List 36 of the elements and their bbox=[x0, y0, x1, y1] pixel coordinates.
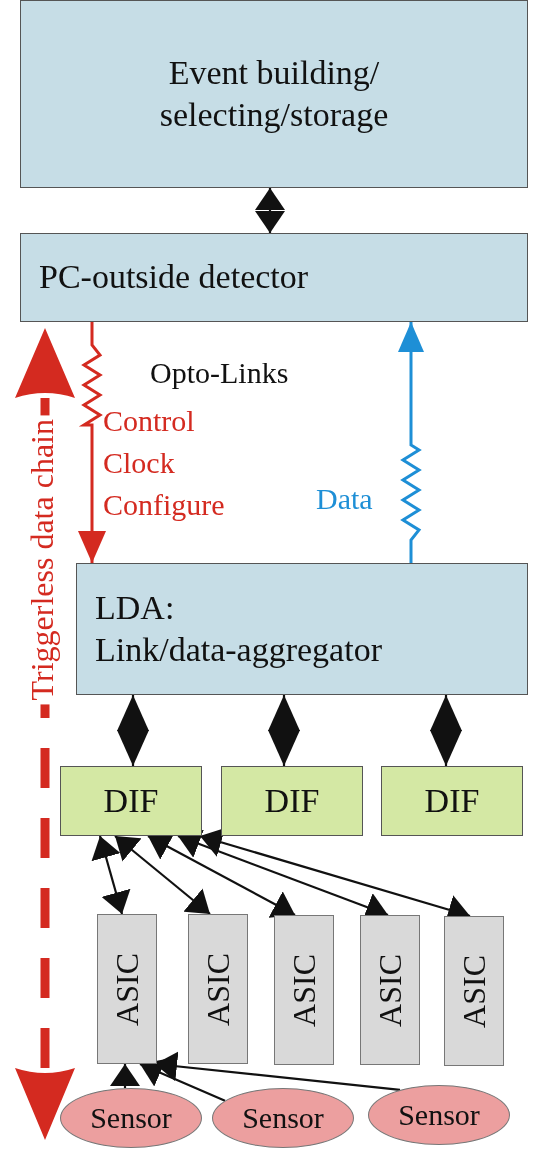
node-text: DIF bbox=[103, 780, 159, 821]
process-box bbox=[20, 233, 528, 322]
arrow bbox=[78, 322, 106, 563]
node-text: LDA: bbox=[95, 587, 176, 628]
process-box bbox=[76, 563, 528, 695]
asic-box bbox=[360, 915, 420, 1065]
arrow bbox=[268, 695, 300, 766]
node-text: PC-outside detector bbox=[39, 257, 310, 298]
node-text: Link/data-aggregator bbox=[95, 630, 383, 670]
process-box bbox=[20, 0, 528, 188]
dif-box bbox=[221, 766, 363, 836]
asic-box bbox=[444, 916, 504, 1066]
arrow bbox=[114, 835, 211, 915]
arrow bbox=[110, 1064, 140, 1089]
arrow bbox=[117, 695, 149, 766]
node-text: ASIC bbox=[199, 952, 237, 1026]
node-text: ASIC bbox=[371, 953, 409, 1027]
node-text: Event building/ selecting/storage bbox=[158, 52, 390, 135]
node-text: DIF bbox=[264, 780, 320, 821]
asic-box bbox=[188, 914, 248, 1064]
asic-box bbox=[97, 914, 157, 1064]
arrow bbox=[91, 835, 131, 915]
node-text: ASIC bbox=[455, 954, 493, 1028]
node-text: Sensor bbox=[90, 1100, 172, 1137]
arrow bbox=[430, 695, 462, 766]
arrow bbox=[139, 1058, 226, 1102]
node-text: Sensor bbox=[398, 1097, 480, 1134]
node-text: Sensor bbox=[242, 1100, 324, 1137]
arrow bbox=[398, 322, 424, 563]
dif-box bbox=[60, 766, 202, 836]
arrow bbox=[255, 188, 285, 233]
node-text: DIF bbox=[424, 780, 480, 821]
asic-box bbox=[274, 915, 334, 1065]
node-text: ASIC bbox=[108, 952, 146, 1026]
node-text: ASIC bbox=[285, 953, 323, 1027]
dif-box bbox=[381, 766, 523, 836]
